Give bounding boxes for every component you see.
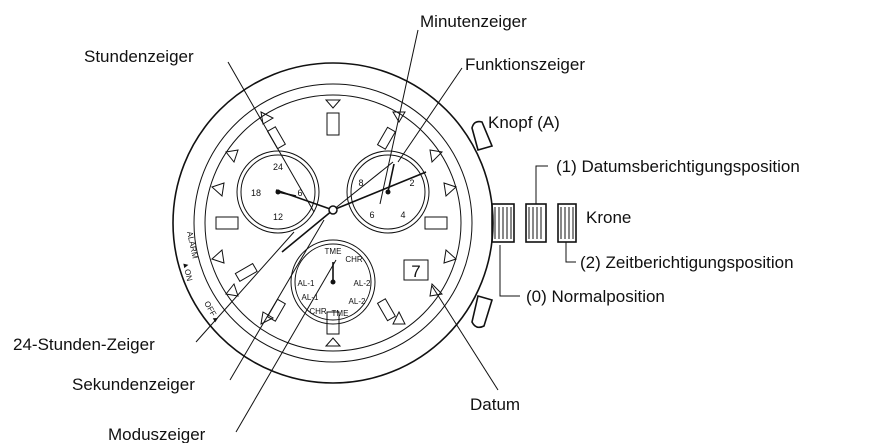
subdial-24h-label-24: 24 bbox=[273, 162, 283, 172]
main-hands bbox=[275, 161, 427, 253]
subdial-24h: 24 18 6 12 bbox=[236, 150, 320, 234]
subdial-mode: TME CHR AL-1 AL-2 CHR TME AL-1 AL-2 bbox=[290, 239, 376, 325]
crown-time-position bbox=[557, 203, 577, 243]
label-hour-hand: Stundenzeiger bbox=[84, 47, 194, 66]
subdial-24h-label-12: 12 bbox=[273, 212, 283, 222]
label-minute-hand: Minutenzeiger bbox=[420, 12, 527, 31]
bezel-on: ▲ON bbox=[181, 261, 194, 283]
label-normal-position: (0) Normalposition bbox=[526, 287, 665, 306]
subdial-function-label-6: 6 bbox=[369, 210, 374, 220]
subdial-mode-label-al1-left: AL-1 bbox=[298, 279, 315, 288]
label-crown: Krone bbox=[586, 208, 631, 227]
button-b bbox=[471, 294, 494, 329]
crown-date-position bbox=[525, 203, 547, 243]
subdial-mode-label-al2-right: AL-2 bbox=[354, 279, 371, 288]
subdial-function-label-8: 8 bbox=[358, 178, 363, 188]
watch-bezel bbox=[193, 83, 473, 363]
label-24hour-hand: 24-Stunden-Zeiger bbox=[13, 335, 155, 354]
subdial-mode-label-tme-bottom: TME bbox=[332, 309, 349, 318]
date-value: 7 bbox=[411, 262, 420, 281]
label-date: Datum bbox=[470, 395, 520, 414]
label-mode-hand: Moduszeiger bbox=[108, 425, 206, 443]
hour-markers bbox=[215, 112, 448, 335]
triangle-markers bbox=[211, 99, 457, 347]
label-button-a: Knopf (A) bbox=[488, 113, 560, 132]
subdial-function-label-2: 2 bbox=[409, 178, 414, 188]
watch-dial bbox=[204, 94, 462, 352]
bezel-alarm: ALARM bbox=[185, 231, 200, 260]
subdial-function-label-4: 4 bbox=[400, 210, 405, 220]
label-date-position: (1) Datumsberichtigungsposition bbox=[556, 157, 800, 176]
subdial-24h-label-18: 18 bbox=[251, 188, 261, 198]
date-window: 7 bbox=[403, 259, 429, 281]
subdial-mode-label-tme-top: TME bbox=[325, 247, 342, 256]
label-second-hand: Sekundenzeiger bbox=[72, 375, 195, 394]
crown-normal bbox=[491, 203, 515, 243]
subdial-mode-label-chr-bottom: CHR bbox=[309, 307, 327, 316]
subdial-mode-label-chr-top: CHR bbox=[345, 255, 363, 264]
watch-case bbox=[172, 62, 494, 384]
leader-lines bbox=[195, 29, 576, 433]
label-time-position: (2) Zeitberichtigungsposition bbox=[580, 253, 794, 272]
subdial-mode-label-al1-bottom: AL-1 bbox=[302, 293, 319, 302]
label-function-hand: Funktionszeiger bbox=[465, 55, 585, 74]
subdial-24h-label-6: 6 bbox=[297, 188, 302, 198]
button-a bbox=[471, 120, 494, 151]
subdial-function: 8 2 6 4 bbox=[346, 150, 430, 234]
subdial-mode-label-al2-bottom: AL-2 bbox=[349, 297, 366, 306]
